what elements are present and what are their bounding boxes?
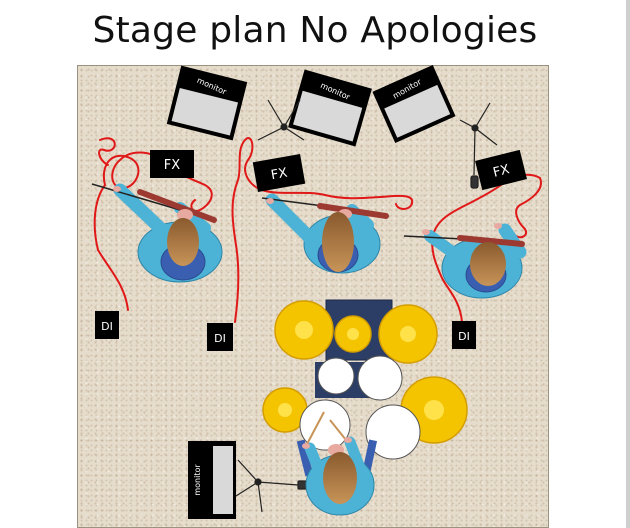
musician-center [261, 193, 389, 274]
mic-stand-center [257, 99, 305, 141]
tom-drum [357, 355, 403, 401]
drumstick [329, 419, 347, 441]
cymbal-bell [347, 328, 359, 340]
di-label: DI [214, 332, 226, 345]
di-label: DI [458, 330, 470, 343]
cymbal-bell [278, 403, 292, 417]
monitor-label: monitor [193, 464, 202, 496]
di-box-right: DI [452, 321, 476, 349]
musician-left [91, 183, 223, 283]
cymbal-bell [400, 326, 416, 342]
di-box-center: DI [207, 323, 233, 351]
cables [93, 137, 542, 323]
slide-edge [626, 0, 630, 528]
monitor-right: monitor [372, 64, 456, 144]
fx-label: FX [270, 166, 289, 184]
fx-label: FX [164, 158, 180, 173]
mic-stand-drummer [235, 459, 307, 513]
fx-box-left: FX [150, 150, 194, 178]
di-label: DI [101, 320, 113, 333]
cymbal-bell [295, 321, 313, 339]
mic-stand-right [459, 102, 498, 189]
page-title: Stage plan No Apologies [92, 10, 538, 51]
fx-label: FX [492, 162, 512, 181]
tom-drum [317, 357, 355, 395]
fx-box-center: FX [252, 154, 306, 192]
monitor-left: monitor [166, 65, 248, 141]
snare-drum [299, 399, 351, 451]
floor-tom [365, 404, 421, 460]
monitor-drummer: monitor [188, 441, 236, 519]
fx-box-right: FX [475, 149, 527, 191]
di-box-left: DI [95, 311, 119, 339]
cable-left [93, 151, 213, 311]
drumstick [305, 411, 325, 447]
musician-right [403, 223, 527, 299]
monitor-center: monitor [288, 69, 372, 147]
cable-left-tail [98, 137, 116, 166]
cable-center [231, 137, 414, 323]
drum-kit [262, 299, 468, 477]
cymbal-bell [424, 400, 444, 420]
drummer [302, 411, 375, 516]
